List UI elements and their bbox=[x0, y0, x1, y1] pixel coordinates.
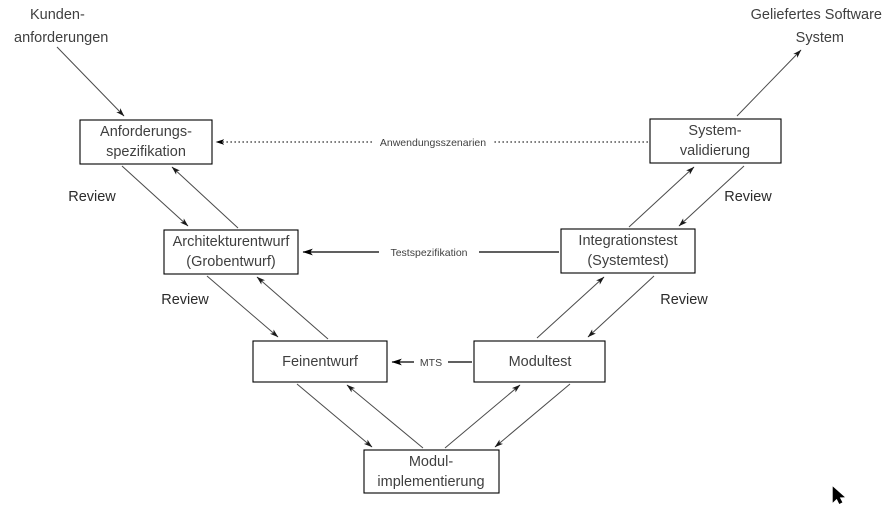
edge-integrationstest-to-systemvalidierung bbox=[628, 166, 695, 228]
box-anforderungsspezifikation[interactable]: Anforderungs- spezifikation bbox=[79, 119, 213, 165]
edge-architektur-to-anforderung bbox=[171, 166, 239, 229]
box-label-line1: Feinentwurf bbox=[282, 354, 359, 370]
review-label-top-left: Review bbox=[68, 189, 116, 205]
review-label-mid-left: Review bbox=[161, 292, 209, 308]
box-feinentwurf[interactable]: Feinentwurf bbox=[252, 340, 388, 383]
edge-kundenanforderungen-to-anforderungsspezifikation bbox=[56, 46, 125, 117]
box-label-line1: Modul- bbox=[409, 454, 453, 470]
label-kundenanforderungen: Kunden- anforderungen bbox=[14, 7, 108, 46]
box-label-line2: (Grobentwurf) bbox=[186, 254, 275, 270]
io-label-line2: System bbox=[796, 30, 844, 46]
box-integrationstest[interactable]: Integrationstest (Systemtest) bbox=[560, 228, 696, 274]
io-label-line2: anforderungen bbox=[14, 30, 108, 46]
box-label-line1: Integrationstest bbox=[578, 233, 677, 249]
edge-modultest-to-integrationstest bbox=[536, 276, 605, 339]
box-systemvalidierung[interactable]: System- validierung bbox=[649, 118, 782, 164]
edge-integrationstest-to-modultest bbox=[587, 275, 655, 338]
edge-testspezifikation: Testspezifikation bbox=[302, 244, 559, 260]
edge-feinentwurf-to-modulimplementierung bbox=[296, 383, 373, 448]
box-label-line2: (Systemtest) bbox=[587, 253, 668, 269]
box-label-line1: Anforderungs- bbox=[100, 124, 192, 140]
box-label-line1: Architekturentwurf bbox=[173, 234, 291, 250]
edge-architektur-to-feinentwurf bbox=[206, 275, 279, 338]
edge-feinentwurf-to-architektur bbox=[256, 276, 329, 340]
box-label-line1: System- bbox=[688, 123, 741, 139]
edge-label-mts: MTS bbox=[420, 357, 442, 369]
box-modulimplementierung[interactable]: Modul- implementierung bbox=[363, 449, 500, 494]
review-label-top-right: Review bbox=[724, 189, 772, 205]
edge-label-anwendungsszenarien: Anwendungsszenarien bbox=[380, 137, 486, 149]
box-label-line2: validierung bbox=[680, 143, 750, 159]
review-label-mid-right: Review bbox=[660, 292, 708, 308]
box-label-line1: Modultest bbox=[509, 354, 572, 370]
edge-modultest-to-modulimplementierung bbox=[494, 383, 571, 448]
edge-systemvalidierung-to-integrationstest bbox=[678, 165, 745, 227]
edge-anwendungsszenarien: Anwendungsszenarien bbox=[215, 134, 648, 150]
label-geliefertes-software-system: Geliefertes Software System bbox=[751, 7, 882, 46]
io-label-line1: Geliefertes Software bbox=[751, 7, 882, 23]
box-architekturentwurf[interactable]: Architekturentwurf (Grobentwurf) bbox=[163, 229, 299, 275]
edge-mts: MTS bbox=[391, 354, 472, 370]
edge-anforderung-to-architektur bbox=[121, 165, 189, 227]
edge-systemvalidierung-to-geliefertes-system bbox=[736, 49, 802, 117]
box-modultest[interactable]: Modultest bbox=[473, 340, 606, 383]
io-label-line1: Kunden- bbox=[30, 7, 85, 23]
mouse-cursor-icon bbox=[832, 486, 845, 505]
edge-modulimplementierung-to-feinentwurf bbox=[346, 384, 424, 449]
box-label-line2: spezifikation bbox=[106, 144, 186, 160]
box-label-line2: implementierung bbox=[377, 474, 484, 490]
edge-modulimplementierung-to-modultest bbox=[444, 384, 521, 449]
edge-label-testspezifikation: Testspezifikation bbox=[390, 247, 467, 259]
